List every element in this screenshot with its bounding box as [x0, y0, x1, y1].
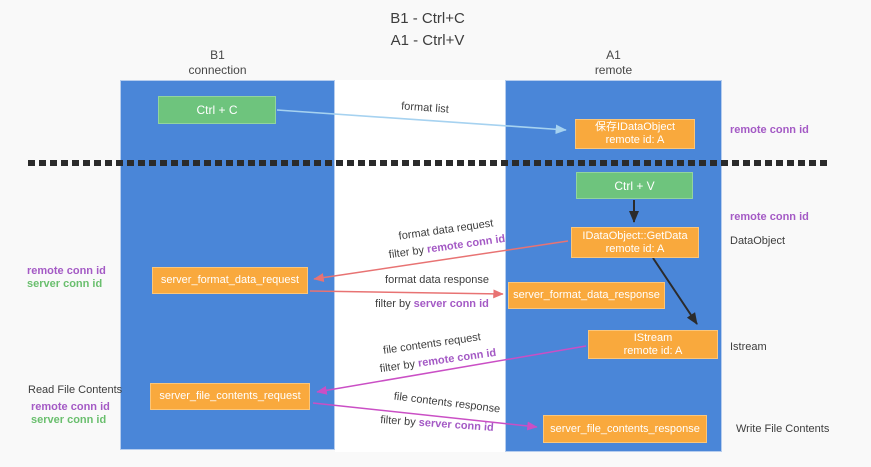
node-ctrl-v: Ctrl + V	[576, 172, 693, 199]
title-line-1: B1 - Ctrl+C	[390, 10, 465, 27]
node-idataobject-getdata: IDataObject::GetData remote id: A	[571, 227, 699, 258]
node-istream: IStream remote id: A	[588, 330, 718, 359]
conn-id-block-top: remote conn id server conn id	[27, 265, 106, 291]
read-file-contents-label: Read File Contents	[28, 384, 123, 396]
node-server-format-data-request: server_format_data_request	[152, 267, 308, 294]
node-server-format-data-response: server_format_data_response	[508, 282, 665, 309]
server-conn-id-label-left2: server conn id	[31, 414, 107, 426]
lane-b1-type: connection	[188, 63, 247, 77]
istream-line2: remote id: A	[623, 344, 683, 357]
node-save-idataobject: 保存IDataObject remote id: A	[575, 119, 695, 149]
filter-server-conn-id-1: server conn id	[413, 298, 489, 310]
diagram-title: B1 - Ctrl+C A1 - Ctrl+V	[340, 8, 515, 52]
istream-side-label: Istream	[730, 341, 767, 353]
remote-conn-id-label-left2: remote conn id	[31, 401, 110, 413]
filter-by-server-conn-id-label-1: filter by server conn id	[375, 298, 489, 310]
lane-b1-name: B1	[210, 48, 225, 62]
lane-a1-type: remote	[594, 63, 633, 77]
format-data-response-label: format data response	[385, 274, 489, 286]
server-file-contents-request-label: server_file_contents_request	[159, 390, 301, 402]
remote-conn-id-label-top: remote conn id	[730, 124, 809, 136]
getdata-line1: IDataObject::GetData	[582, 229, 688, 242]
server-conn-id-label-left: server conn id	[27, 278, 103, 290]
server-format-data-response-label: server_format_data_response	[513, 289, 660, 301]
server-format-data-request-label: server_format_data_request	[160, 274, 300, 286]
lane-header-b1: B1 connection	[120, 48, 315, 78]
server-file-contents-response-label: server_file_contents_response	[550, 422, 700, 435]
lane-header-a1: A1 remote	[505, 48, 722, 78]
istream-line1: IStream	[633, 331, 673, 344]
dashed-separator	[28, 160, 830, 166]
ctrl-c-label: Ctrl + C	[196, 103, 238, 117]
remote-conn-id-label-left: remote conn id	[27, 265, 106, 277]
ctrl-v-label: Ctrl + V	[614, 178, 655, 193]
filter-by-text-2: filter by	[375, 298, 414, 310]
node-server-file-contents-request: server_file_contents_request	[150, 383, 310, 410]
lane-a1-name: A1	[606, 48, 621, 62]
getdata-line2: remote id: A	[605, 242, 665, 255]
node-server-file-contents-response: server_file_contents_response	[543, 415, 707, 443]
save-idataobject-line2: remote id: A	[605, 134, 665, 146]
write-file-contents-label: Write File Contents	[736, 423, 830, 435]
save-idataobject-line1: 保存IDataObject	[594, 121, 676, 133]
dataobject-label: DataObject	[730, 235, 786, 247]
node-ctrl-c: Ctrl + C	[158, 96, 276, 124]
remote-conn-id-label-mid: remote conn id	[730, 211, 809, 223]
title-line-2: A1 - Ctrl+V	[390, 32, 465, 49]
conn-id-block-bottom: remote conn id server conn id	[31, 401, 110, 427]
